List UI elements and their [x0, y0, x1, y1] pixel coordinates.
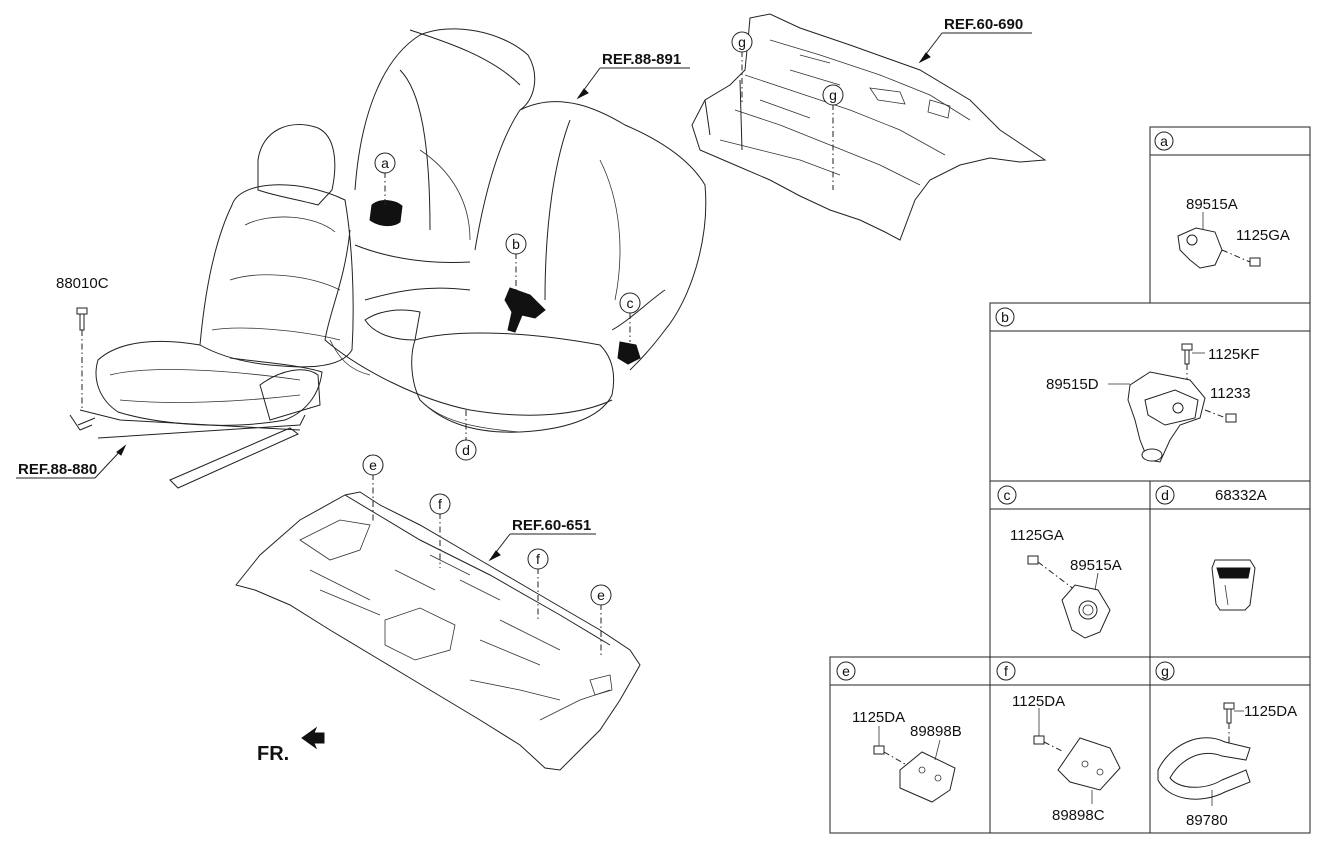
bolt-1125da-g-icon	[1223, 702, 1235, 710]
front-arrow-icon	[301, 726, 325, 750]
front-bolt-label: 88010C	[56, 275, 109, 292]
rear-seat-illustration	[324, 28, 707, 433]
front-direction-indicator: FR.	[257, 726, 325, 765]
callout-f-floor-left[interactable]: f	[429, 493, 451, 515]
rear-seat-ref: REF.88-891	[576, 51, 690, 100]
panel-a-part-2: 1125GA	[1236, 227, 1290, 244]
bracket-89898c-icon	[1057, 737, 1121, 791]
front-seat-ref: REF.88-880	[16, 444, 127, 479]
rear-shelf-ref: REF.60-690	[918, 16, 1032, 64]
callout-c-letter: c	[627, 295, 634, 311]
anchor-a-marker	[369, 200, 403, 227]
panel-c-part-2: 89515A	[1070, 557, 1122, 574]
panel-f-part-1: 1125DA	[1012, 693, 1065, 710]
panel-d-key: d	[1161, 487, 1169, 503]
front-seat-illustration	[69, 124, 354, 489]
anchor-c-marker	[617, 341, 641, 365]
floor-panel-illustration	[235, 491, 641, 771]
callout-b-letter: b	[512, 236, 520, 252]
detail-panel-c: c 1125GA 89515A	[989, 480, 1151, 658]
rear-seat-ref-label[interactable]: REF.88-891	[602, 51, 681, 68]
callout-e-letter-2: e	[597, 587, 605, 603]
rear-shelf-ref-label[interactable]: REF.60-690	[944, 16, 1023, 33]
panel-g-part-1: 1125DA	[1244, 703, 1297, 720]
bolt-1125ga-c-icon	[1027, 555, 1039, 565]
handle-89780-icon	[1157, 737, 1251, 800]
callout-a[interactable]: a	[374, 152, 396, 174]
detail-panel-g: g 1125DA 89780	[1149, 656, 1311, 834]
detail-panel-e: e 1125DA 89898B	[829, 656, 991, 834]
callout-a-letter: a	[381, 155, 389, 171]
floor-panel-ref: REF.60-651	[488, 517, 596, 562]
callout-e-letter: e	[369, 457, 377, 473]
bolt-1125kf-icon	[1181, 343, 1193, 351]
anchor-b-marker	[504, 287, 546, 333]
panel-b-part-1: 1125KF	[1208, 346, 1259, 363]
detail-panel-d: d 68332A	[1149, 480, 1311, 658]
callout-g-letter: g	[738, 34, 746, 50]
panel-e-part-1: 1125DA	[852, 709, 905, 726]
callout-g-shelf-left[interactable]: g	[731, 31, 753, 53]
panel-a-part-1: 89515A	[1186, 196, 1238, 213]
bracket-89898b-icon	[899, 751, 956, 803]
detail-panel-b: b 1125KF 89515D 11233	[989, 302, 1311, 482]
callout-d-letter: d	[462, 442, 470, 458]
callout-g-shelf-center[interactable]: g	[822, 84, 844, 106]
front-seat-ref-label[interactable]: REF.88-880	[18, 461, 97, 478]
callout-g-letter-2: g	[829, 87, 837, 103]
detail-panel-a: a 89515A 1125GA	[1149, 126, 1311, 304]
callout-e-floor-right[interactable]: e	[590, 584, 612, 606]
callout-d[interactable]: d	[455, 439, 477, 461]
callout-b[interactable]: b	[505, 233, 527, 255]
front-indicator-label: FR.	[257, 743, 289, 765]
panel-c-part-1: 1125GA	[1010, 527, 1064, 544]
panel-g-key: g	[1161, 663, 1169, 679]
callout-f-letter: f	[438, 496, 442, 512]
bolt-1125da-f-icon	[1033, 735, 1045, 745]
detail-panel-f: f 1125DA 89898C	[989, 656, 1151, 834]
panel-d-title: 68332A	[1215, 487, 1267, 504]
callout-f-floor-right[interactable]: f	[527, 548, 549, 570]
bolt-11233-icon	[1225, 413, 1237, 423]
bolt-1125ga-icon	[1249, 257, 1261, 267]
panel-e-key: e	[842, 663, 850, 679]
callout-f-letter-2: f	[536, 551, 540, 567]
callout-c[interactable]: c	[619, 292, 641, 314]
front-bolt-icon	[76, 307, 88, 410]
panel-f-part-2: 89898C	[1052, 807, 1105, 824]
bracket-89515a-icon	[1177, 227, 1223, 269]
panel-g-part-2: 89780	[1186, 812, 1228, 829]
rear-shelf-illustration	[691, 13, 1047, 241]
panel-b-part-2: 89515D	[1046, 376, 1099, 393]
panel-b-part-3: 11233	[1210, 385, 1251, 402]
panel-c-key: c	[1004, 487, 1011, 503]
panel-e-part-2: 89898B	[910, 723, 962, 740]
panel-a-key: a	[1160, 133, 1168, 149]
panel-b-key: b	[1001, 309, 1009, 325]
bolt-1125da-e-icon	[873, 745, 885, 755]
panel-f-key: f	[1004, 663, 1008, 679]
callout-e-floor-left[interactable]: e	[362, 454, 384, 476]
floor-panel-ref-label[interactable]: REF.60-651	[512, 517, 591, 534]
